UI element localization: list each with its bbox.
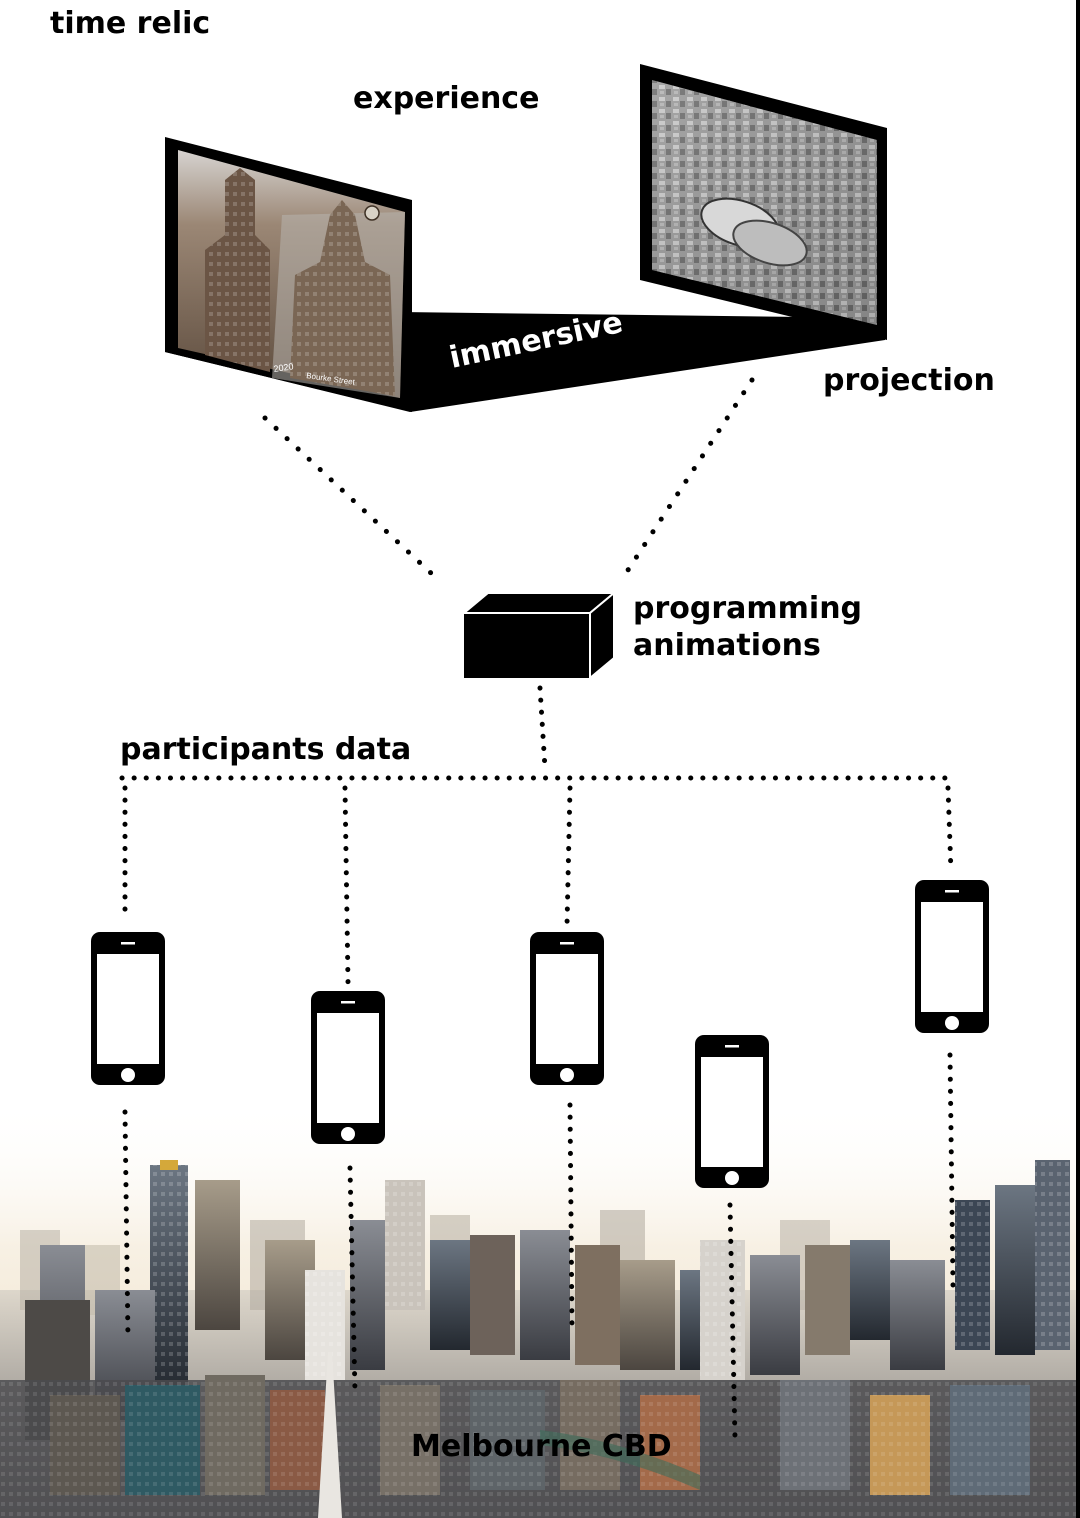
immersive-projection-room: 2020 Bourke Street	[165, 64, 887, 412]
left-screen-year: 2020	[273, 361, 294, 374]
participants-data-label: participants data	[120, 732, 412, 767]
page-title: time relic	[50, 6, 211, 41]
right-screen-photo	[652, 80, 877, 325]
data-network-connectors	[119, 685, 956, 1441]
programming-label: programming	[633, 591, 863, 626]
phone-icon-3	[530, 932, 604, 1085]
projection-label: projection	[823, 363, 995, 398]
frame-border	[1076, 0, 1080, 1518]
animations-label: animations	[633, 628, 821, 663]
experience-label: experience	[353, 81, 540, 116]
phone-icon-2	[311, 991, 385, 1144]
melbourne-cbd-label: Melbourne CBD	[411, 1429, 672, 1464]
city-skyline-photo	[0, 1100, 1080, 1518]
phone-icon-5	[915, 880, 989, 1033]
left-screen-photo: 2020 Bourke Street	[178, 150, 405, 398]
projection-connectors	[262, 377, 755, 577]
phone-icon-1	[91, 932, 165, 1085]
phone-icon-4	[695, 1035, 769, 1188]
programming-box-icon	[461, 590, 617, 681]
